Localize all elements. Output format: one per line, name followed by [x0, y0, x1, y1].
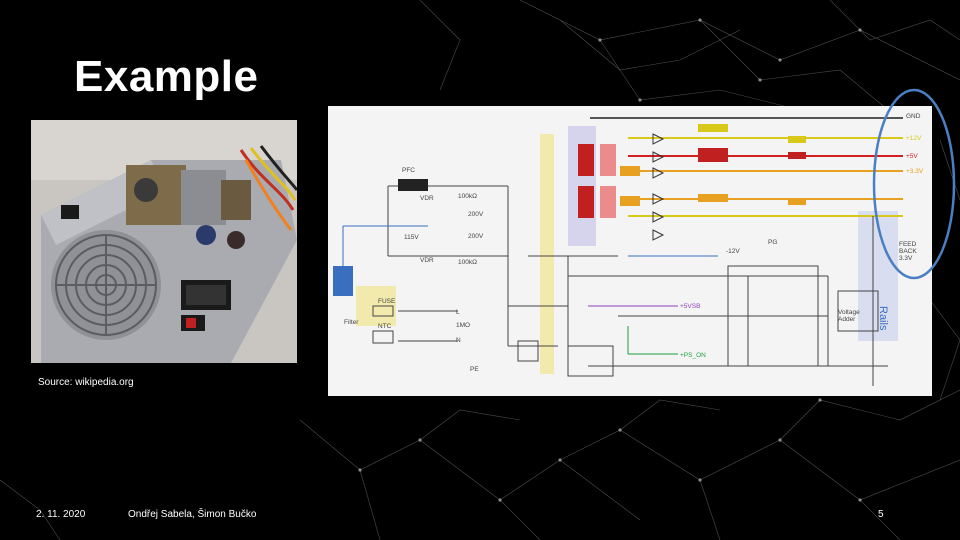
label-fuse: FUSE: [378, 298, 396, 305]
rails-highlight-ring: [872, 88, 956, 280]
label-minus12-mid: -12V: [726, 248, 740, 255]
label-filter: Filter: [344, 319, 359, 326]
label-100k-top: 100kΩ: [458, 193, 477, 200]
label-line-n: N: [456, 337, 461, 344]
label-pe: PE: [470, 366, 479, 373]
label-1mo: 1MO: [456, 322, 470, 329]
label-vdr-bottom: VDR: [420, 257, 434, 264]
power-supply-photo: [31, 120, 297, 363]
label-gnd: GND: [906, 113, 921, 120]
label-ps-on: +PS_ON: [680, 352, 706, 359]
label-100k-bottom: 100kΩ: [458, 259, 477, 266]
footer-authors: Ondřej Sabela, Šimon Bučko: [128, 509, 257, 520]
label-rails: Rails: [877, 306, 889, 331]
footer-date: 2. 11. 2020: [36, 509, 86, 520]
label-pg: PG: [768, 239, 777, 246]
image-source-caption: Source: wikipedia.org: [38, 377, 134, 388]
label-5vsb: +5VSB: [680, 303, 700, 310]
page-number: 5: [878, 509, 884, 520]
psu-circuit-diagram: PFC VDR VDR 100kΩ 100kΩ 200V 200V 115V F…: [328, 106, 932, 396]
label-200v-top: 200V: [468, 211, 484, 218]
slide-title: Example: [74, 52, 259, 101]
label-pfc: PFC: [402, 167, 415, 174]
label-line-l: L: [456, 309, 460, 316]
label-rail-5: +5V: [906, 153, 918, 160]
label-rail-12: +12V: [906, 135, 922, 142]
label-115v: 115V: [404, 234, 419, 241]
label-ntc: NTC: [378, 323, 392, 330]
label-rail-33: +3.3V: [906, 168, 924, 175]
label-vdr-top: VDR: [420, 195, 434, 202]
label-200v-bottom: 200V: [468, 233, 484, 240]
